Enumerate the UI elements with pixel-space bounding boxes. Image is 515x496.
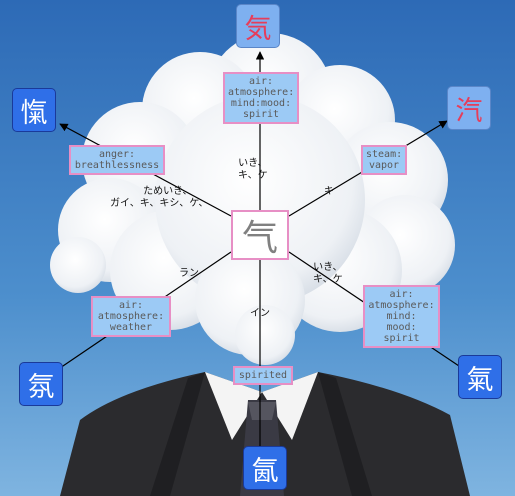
reading-bottom-left: ラン — [179, 268, 199, 280]
reading-top-right: キ — [324, 186, 334, 198]
reading-line: キ — [324, 186, 334, 197]
meaning-line: air: — [118, 300, 144, 311]
meaning-line: atmosphere: — [368, 300, 435, 311]
meaning-line: steam: — [366, 149, 403, 160]
reading-line: いき、 — [313, 262, 343, 273]
meaning-box-bottom-left: air: atmosphere: weather — [91, 296, 171, 337]
kanji-tile-bottom: 氤 — [243, 446, 287, 490]
meaning-line: spirit — [383, 333, 420, 344]
reading-line: キ、ケ — [313, 274, 343, 285]
meaning-line: mood: — [386, 322, 417, 333]
reading-line: いき、 — [238, 158, 268, 169]
meaning-line: weather — [109, 322, 153, 333]
reading-line: ラン — [179, 268, 199, 279]
reading-top-left: ためいき、 ガイ、キ、キシ、ケ、 — [110, 186, 208, 210]
center-kanji: 气 — [231, 210, 289, 260]
meaning-line: anger: — [98, 149, 136, 160]
meaning-box-top-right: steam: vapor — [361, 145, 407, 175]
reading-right: いき、 キ、ケ — [313, 262, 343, 286]
meaning-line: atmosphere: — [97, 311, 165, 322]
meaning-box-bottom: spirited — [233, 366, 293, 385]
meaning-line: air: — [248, 76, 274, 87]
meaning-line: spirit — [242, 109, 280, 120]
cloud — [50, 33, 455, 365]
meaning-box-top-left: anger: breathlessness — [69, 145, 165, 175]
suit-figure — [60, 372, 470, 496]
reading-line: ためいき、 — [143, 186, 193, 197]
meaning-line: breathlessness — [74, 160, 160, 171]
meaning-line: vapor — [368, 160, 400, 171]
meaning-box-top: air: atmosphere: mind:mood: spirit — [223, 72, 299, 124]
kanji-tile-top-right: 汽 — [447, 86, 491, 130]
kanji-tile-top-left: 愾 — [12, 88, 56, 132]
kanji-tile-right: 氣 — [458, 355, 502, 399]
meaning-line: spirited — [238, 370, 288, 381]
reading-line: キ、ケ — [238, 170, 268, 181]
meaning-line: mind: — [386, 311, 417, 322]
reading-bottom: イン — [250, 308, 270, 320]
meaning-line: atmosphere: — [228, 87, 295, 98]
reading-line: イン — [250, 308, 270, 319]
meaning-line: air: — [389, 289, 414, 300]
reading-top: いき、 キ、ケ — [238, 158, 268, 182]
meaning-box-right: air: atmosphere: mind: mood: spirit — [363, 285, 440, 348]
meaning-line: mind:mood: — [230, 98, 292, 109]
kanji-tile-bottom-left: 氛 — [19, 362, 63, 406]
kanji-tile-top: 気 — [236, 4, 280, 48]
reading-line: ガイ、キ、キシ、ケ、 — [110, 198, 209, 209]
